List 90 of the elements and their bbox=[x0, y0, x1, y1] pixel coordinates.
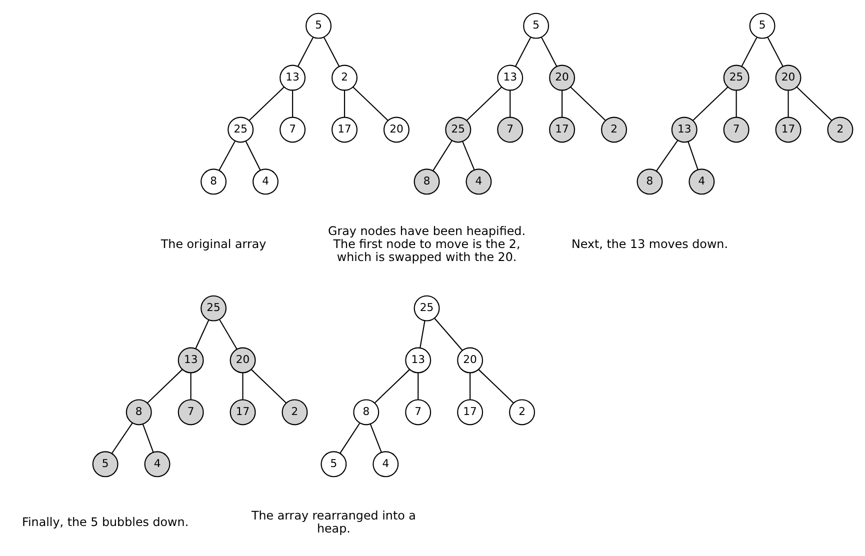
connector bbox=[692, 86, 728, 121]
connector bbox=[352, 86, 388, 121]
node-circle: 8 bbox=[636, 168, 662, 195]
connector bbox=[432, 140, 452, 171]
node-circle: 13 bbox=[177, 347, 204, 374]
connector bbox=[374, 369, 410, 404]
node-circle: 13 bbox=[279, 64, 306, 91]
node-circle: 4 bbox=[688, 168, 714, 195]
node-circle: 20 bbox=[774, 64, 801, 91]
node-circle: 17 bbox=[548, 116, 575, 143]
connector bbox=[796, 86, 832, 121]
node-circle: 20 bbox=[456, 347, 483, 374]
connector bbox=[110, 422, 132, 454]
connector bbox=[509, 90, 510, 118]
label: Next, the 13 moves down. bbox=[570, 237, 728, 252]
connector bbox=[434, 318, 462, 350]
node-circle: 2 bbox=[600, 116, 626, 143]
connector bbox=[766, 37, 783, 67]
connector bbox=[142, 424, 154, 452]
node-circle: 17 bbox=[229, 399, 256, 426]
connector bbox=[248, 86, 284, 121]
connector bbox=[218, 141, 235, 171]
node-circle: 5 bbox=[748, 12, 775, 39]
node-circle: 8 bbox=[352, 399, 379, 426]
connector bbox=[218, 319, 237, 350]
connector bbox=[292, 90, 293, 118]
node-circle: 2 bbox=[508, 399, 534, 426]
connector bbox=[323, 37, 340, 67]
node-circle: 5 bbox=[305, 12, 332, 39]
connector bbox=[250, 369, 286, 404]
connector bbox=[466, 86, 502, 121]
connector bbox=[735, 90, 736, 118]
connector bbox=[417, 372, 418, 400]
node-circle: 25 bbox=[413, 295, 440, 322]
node-circle: 20 bbox=[548, 64, 575, 91]
connector bbox=[146, 369, 182, 404]
connector bbox=[570, 86, 606, 121]
connector bbox=[242, 372, 243, 400]
connector bbox=[419, 320, 425, 348]
node-circle: 13 bbox=[670, 116, 697, 143]
node-circle: 8 bbox=[413, 168, 440, 195]
connector bbox=[787, 90, 788, 118]
node-circle: 2 bbox=[331, 64, 357, 91]
label: The array rearranged into a heap. bbox=[250, 508, 416, 536]
connector bbox=[540, 37, 557, 67]
node-circle: 25 bbox=[722, 64, 749, 91]
node-circle: 13 bbox=[404, 347, 431, 374]
connector bbox=[369, 424, 382, 453]
node-circle: 8 bbox=[125, 399, 152, 426]
node-circle: 20 bbox=[229, 347, 256, 374]
connector bbox=[296, 37, 314, 67]
connector bbox=[478, 369, 514, 404]
node-circle: 7 bbox=[496, 116, 523, 143]
node-circle: 25 bbox=[444, 116, 471, 143]
connector bbox=[194, 320, 209, 349]
node-circle: 13 bbox=[496, 64, 523, 91]
node-circle: 2 bbox=[826, 116, 853, 143]
connector bbox=[244, 141, 260, 170]
connector bbox=[514, 37, 531, 67]
node-circle: 7 bbox=[404, 399, 431, 426]
node-circle: 7 bbox=[722, 116, 749, 143]
label: The original array bbox=[160, 237, 266, 252]
connector bbox=[462, 142, 474, 170]
node-circle: 5 bbox=[92, 451, 118, 478]
node-circle: 4 bbox=[144, 451, 170, 478]
connector bbox=[190, 372, 191, 400]
node-circle: 4 bbox=[465, 168, 492, 195]
node-circle: 25 bbox=[227, 116, 254, 143]
connector bbox=[343, 90, 345, 118]
connector bbox=[687, 142, 698, 170]
node-circle: 17 bbox=[456, 399, 483, 426]
connector bbox=[740, 37, 757, 67]
node-circle: 2 bbox=[281, 399, 308, 426]
connector bbox=[339, 423, 360, 454]
node-circle: 25 bbox=[200, 295, 226, 322]
node-circle: 20 bbox=[382, 116, 409, 143]
node-circle: 17 bbox=[774, 116, 801, 143]
node-circle: 7 bbox=[177, 399, 204, 426]
connector bbox=[561, 90, 562, 118]
node-circle: 4 bbox=[252, 168, 278, 195]
node-circle: 5 bbox=[320, 451, 346, 478]
node-circle: 7 bbox=[279, 116, 306, 143]
node-circle: 4 bbox=[372, 451, 398, 478]
node-circle: 17 bbox=[331, 116, 357, 143]
connector bbox=[469, 372, 470, 400]
node-circle: 5 bbox=[522, 12, 549, 39]
label: Gray nodes have been heapified. The first node to move is the 2, which is swapped with the 20. bbox=[328, 224, 525, 264]
label: Finally, the 5 bubbles down. bbox=[22, 515, 188, 530]
connector bbox=[655, 140, 678, 172]
node-circle: 8 bbox=[200, 168, 226, 195]
